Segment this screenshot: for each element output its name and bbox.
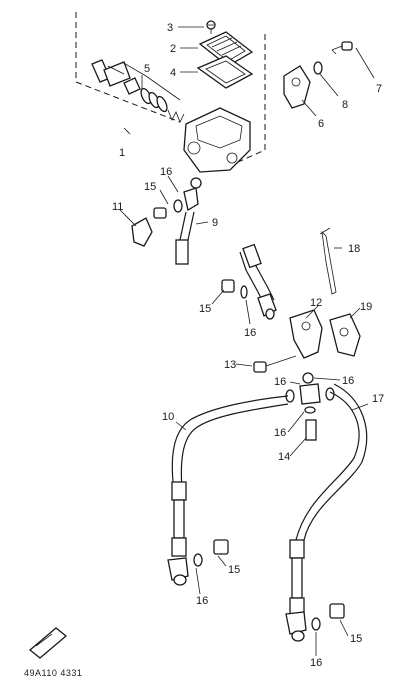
callout-16-left: 16	[196, 595, 208, 607]
callout-17: 17	[372, 393, 384, 405]
callout-16-junction-right: 16	[342, 375, 354, 387]
part-5-piston-kit	[91, 59, 185, 123]
part-4-diaphragm	[196, 55, 254, 89]
callout-9: 9	[212, 217, 218, 229]
callout-14: 14	[278, 451, 290, 463]
callout-12: 12	[310, 297, 322, 309]
callout-16-middle: 16	[244, 327, 256, 339]
lower-junction	[285, 372, 335, 414]
callout-4: 4	[170, 67, 176, 79]
callout-18: 18	[348, 243, 360, 255]
callout-16-right: 16	[310, 657, 322, 669]
upper-banjo-bolt	[153, 177, 202, 219]
part-11-cover	[131, 217, 153, 247]
middle-hose	[239, 243, 277, 320]
part-18-guide	[319, 227, 337, 295]
bolt-15-middle	[221, 279, 248, 299]
callout-2: 2	[170, 43, 176, 55]
callout-6: 6	[318, 118, 324, 130]
part-8-washer	[313, 61, 323, 75]
part-9-hose	[175, 211, 195, 265]
callout-16-junction-left: 16	[274, 376, 286, 388]
callout-3: 3	[167, 22, 173, 34]
callout-5: 5	[144, 63, 150, 75]
bolt-15-right	[311, 603, 345, 631]
callout-15-right: 15	[350, 633, 362, 645]
callout-8: 8	[342, 99, 348, 111]
front-arrow-icon	[28, 627, 68, 659]
part-12-joint	[289, 309, 323, 359]
part-17-hose	[285, 383, 368, 642]
callout-19: 19	[360, 301, 372, 313]
callout-11: 11	[112, 201, 123, 213]
part-14-bolt	[305, 419, 317, 441]
callout-7: 7	[376, 83, 382, 95]
part-1-master-cylinder	[123, 107, 251, 173]
part-6-holder	[283, 65, 311, 109]
part-13-bolt	[253, 355, 297, 373]
callout-13: 13	[224, 359, 236, 371]
callout-15-left: 15	[228, 564, 240, 576]
callout-16-upper: 16	[160, 166, 172, 178]
part-19-bracket	[329, 313, 361, 357]
part-10-hose	[167, 395, 289, 586]
part-3-screw	[206, 20, 216, 34]
part-7-bolt	[331, 41, 353, 55]
callout-10: 10	[162, 411, 174, 423]
callout-15-upper: 15	[144, 181, 156, 193]
bolt-15-left	[193, 539, 229, 567]
leader-lines	[119, 26, 375, 656]
callout-1: 1	[119, 147, 125, 159]
callout-16-junction-lower: 16	[274, 427, 286, 439]
callout-15-middle: 15	[199, 303, 211, 315]
master-cylinder-boundary	[75, 12, 266, 171]
diagram-code: 49A110 4331	[24, 668, 82, 678]
